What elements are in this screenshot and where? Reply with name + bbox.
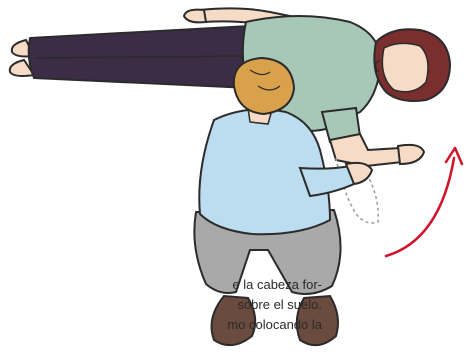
- victim-raised-hand: [184, 10, 206, 23]
- victim-forearm: [330, 134, 402, 166]
- caption-line-2: sobre el suelo.: [0, 295, 322, 315]
- rescuer-hair: [234, 58, 294, 114]
- caption-line-1: e la cabeza for-: [0, 275, 322, 295]
- victim-face: [382, 43, 428, 91]
- caption-line-3: mo colocando la: [0, 315, 322, 335]
- rotation-arrow: [386, 158, 454, 256]
- instruction-caption: e la cabeza for- sobre el suelo. mo colo…: [0, 275, 330, 335]
- victim-hand: [398, 145, 424, 164]
